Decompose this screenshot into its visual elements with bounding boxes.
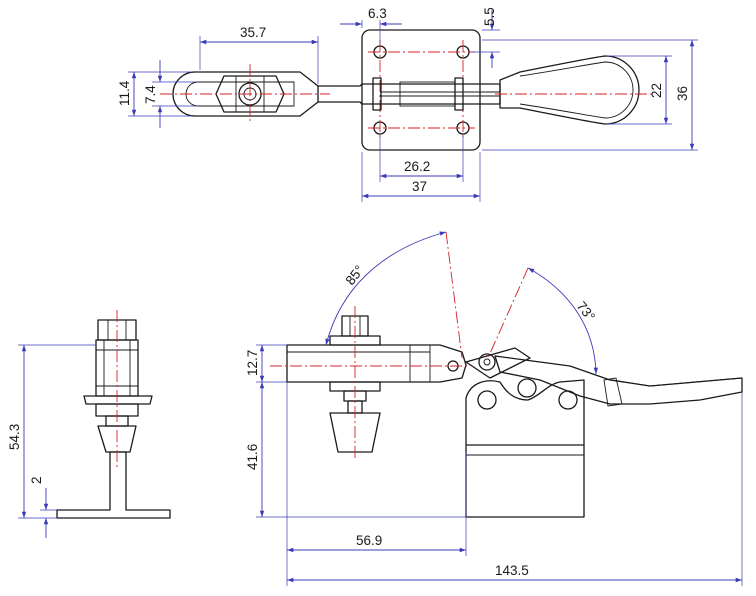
clamp-arm <box>317 83 501 105</box>
link-pivot <box>478 353 496 371</box>
dim-41-6-label: 41.6 <box>245 444 260 470</box>
dim-26-2-label: 26.2 <box>404 159 430 174</box>
pivot-link <box>372 77 382 111</box>
body-frame <box>465 379 585 446</box>
dim-6-3-label: 6.3 <box>368 6 387 21</box>
side-view: 85° 73° 12.7 41.6 56.9 143.5 <box>245 231 743 586</box>
handle-grip <box>499 55 640 125</box>
base-plate <box>361 29 481 151</box>
flange-nut <box>83 395 153 405</box>
threaded-body <box>95 339 139 397</box>
pivot-hole <box>517 378 537 398</box>
spindle-pad <box>329 412 381 453</box>
dim-56-9-label: 56.9 <box>356 533 382 548</box>
spindle-slot-bar <box>172 71 319 117</box>
dim-54-3-label: 54.3 <box>7 424 22 450</box>
dim-5-5-label: 5.5 <box>482 7 497 26</box>
angle-85-label: 85° <box>343 263 367 288</box>
dim-12-7-label: 12.7 <box>245 350 260 376</box>
dim-22-label: 22 <box>649 83 664 98</box>
dim-11-4-label: 11.4 <box>117 80 132 106</box>
dim-2-label: 2 <box>29 476 44 484</box>
angle-73-label: 73° <box>574 299 598 324</box>
dim-36-label: 36 <box>675 86 690 101</box>
dim-143-5-label: 143.5 <box>495 563 529 578</box>
base-foot <box>56 451 171 519</box>
front-view: 54.3 2 <box>7 310 171 538</box>
pivot-link <box>454 77 464 111</box>
toggle-link <box>465 347 531 379</box>
dim-37-label: 37 <box>412 179 427 194</box>
handle-side <box>494 355 743 405</box>
top-view: 35.7 6.3 5.5 11.4 7.4 22 36 26.2 <box>117 6 698 202</box>
dim-35-7-label: 35.7 <box>240 25 266 40</box>
clamp-arm-side <box>286 344 467 383</box>
dim-7-4-label: 7.4 <box>143 85 158 104</box>
base-block <box>465 444 585 518</box>
pivot-hole <box>477 390 497 410</box>
